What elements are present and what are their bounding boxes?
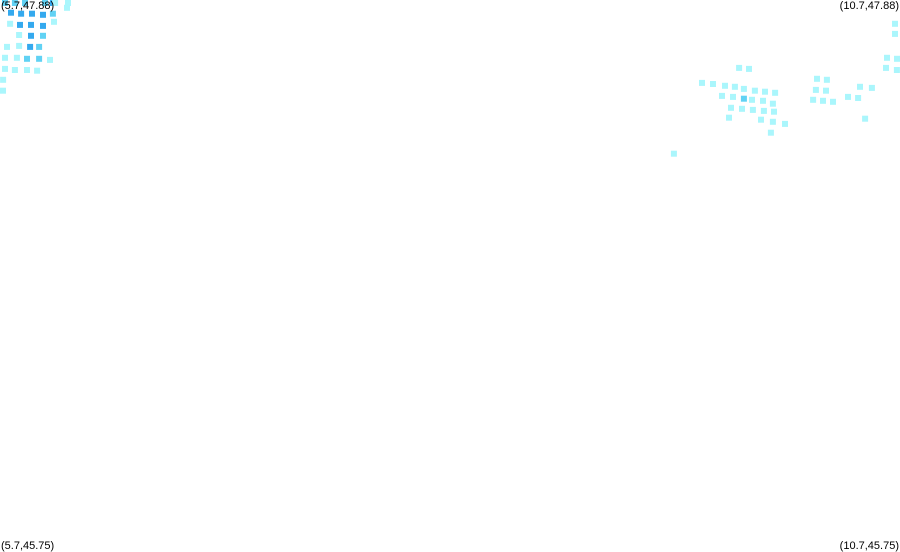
map-point-21	[4, 43, 10, 50]
map-point-22	[16, 42, 23, 49]
map-point-40	[883, 64, 889, 71]
map-point-14	[17, 21, 23, 28]
map-point-74	[726, 114, 732, 121]
map-point-2	[22, 0, 28, 6]
map-point-13	[7, 20, 14, 27]
map-point-25	[2, 54, 8, 61]
map-point-19	[28, 32, 34, 39]
map-point-63	[719, 92, 725, 99]
map-point-0	[2, 0, 8, 6]
map-point-66	[749, 96, 755, 103]
map-point-51	[772, 89, 779, 96]
map-point-46	[722, 82, 728, 89]
map-point-75	[758, 116, 764, 123]
map-point-31	[11, 67, 18, 73]
map-point-30	[2, 65, 8, 72]
map-point-33	[34, 67, 41, 74]
map-point-5	[18, 10, 25, 17]
map-point-69	[728, 104, 734, 111]
map-point-26	[13, 54, 20, 61]
map-point-56	[857, 83, 863, 90]
map-point-57	[868, 84, 875, 91]
map-point-70	[739, 105, 745, 112]
map-point-32	[24, 67, 30, 73]
map-point-36	[892, 20, 898, 27]
map-point-48	[740, 85, 747, 92]
map-point-3	[42, 0, 48, 6]
map-point-61	[845, 93, 851, 100]
map-point-50	[762, 88, 768, 95]
map-point-17	[51, 18, 57, 25]
map-point-73	[771, 108, 777, 115]
map-point-58	[810, 96, 817, 103]
map-point-29	[47, 56, 53, 63]
map-point-12	[64, 4, 70, 11]
map-point-42	[736, 64, 743, 71]
map-point-35	[0, 87, 6, 94]
map-point-80	[670, 150, 677, 157]
map-point-43	[746, 65, 752, 72]
map-point-15	[28, 21, 34, 28]
map-point-27	[24, 55, 30, 62]
map-point-53	[823, 76, 830, 83]
map-point-67	[760, 97, 766, 104]
map-point-9	[49, 10, 56, 17]
corner-label-top-right: (10.7,47.88)	[839, 0, 899, 12]
map-point-11	[65, 0, 71, 6]
map-point-38	[884, 54, 890, 61]
map-point-55	[823, 87, 829, 94]
map-point-54	[812, 86, 819, 93]
map-point-44	[699, 79, 705, 86]
map-point-41	[893, 67, 900, 73]
map-point-1	[11, 0, 18, 6]
map-point-4	[8, 9, 14, 16]
map-point-71	[749, 106, 756, 113]
map-point-34	[0, 76, 7, 83]
map-point-24	[36, 43, 43, 50]
corner-label-top-left: (5.7,47.88)	[1, 0, 55, 12]
map-point-18	[16, 32, 23, 38]
map-point-77	[782, 120, 788, 127]
map-point-45	[710, 81, 716, 87]
map-point-68	[769, 100, 776, 107]
map-point-10	[52, 0, 59, 6]
map-point-52	[814, 75, 820, 82]
map-point-60	[830, 98, 836, 105]
map-point-7	[40, 11, 46, 18]
map-point-78	[767, 129, 774, 136]
map-point-20	[40, 32, 46, 39]
map-point-47	[731, 83, 738, 90]
map-point-64	[730, 93, 736, 100]
map-point-59	[820, 97, 826, 104]
map-point-23	[27, 43, 34, 50]
point-layer	[0, 0, 900, 157]
map-point-79	[862, 115, 869, 122]
map-point-37	[892, 30, 898, 37]
map-point-6	[29, 10, 35, 17]
map-point-28	[36, 55, 43, 62]
corner-label-bottom-right: (10.7,45.75)	[839, 540, 899, 552]
map-point-49	[751, 87, 758, 94]
map-point-76	[769, 118, 776, 125]
map-point-16	[40, 22, 46, 29]
map-point-39	[894, 55, 900, 62]
map-point-65	[740, 95, 747, 102]
corner-label-bottom-left: (5.7,45.75)	[1, 540, 55, 552]
map-point-72	[760, 107, 767, 114]
map-point-62	[855, 95, 862, 101]
